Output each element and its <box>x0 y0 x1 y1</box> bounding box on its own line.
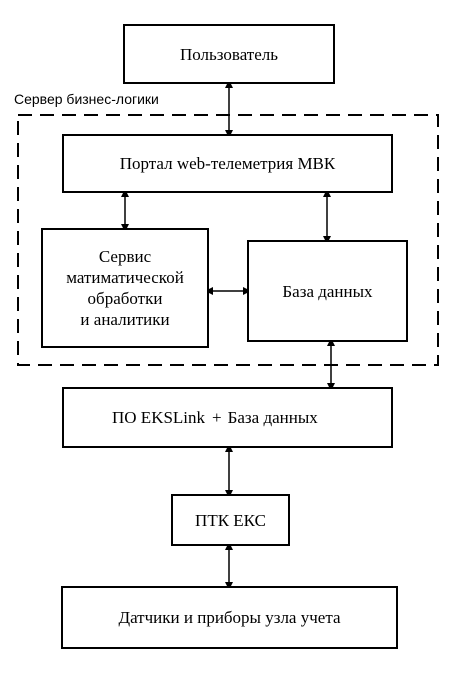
portal-node-label: Портал web-телеметрия МВК <box>119 154 336 173</box>
service-label-line-2: матиматической <box>66 268 184 287</box>
user-node: Пользователь <box>123 24 335 84</box>
ptk-eks-node: ПТК ЕКС <box>171 494 290 546</box>
portal-node: Портал web-телеметрия МВК <box>62 134 393 193</box>
eks-database-label: База данных <box>227 408 318 427</box>
eks-plus-sign: + <box>212 408 222 427</box>
analytics-service-node: Сервис матиматической обработки и аналит… <box>41 228 209 348</box>
database-node-label: База данных <box>282 281 373 301</box>
server-boundary-label: Сервер бизнес-логики <box>14 91 159 107</box>
user-node-label: Пользователь <box>179 44 279 64</box>
service-label-line-4: и аналитики <box>80 310 170 329</box>
database-node: База данных <box>247 240 408 342</box>
service-label-line-3: обработки <box>87 289 163 308</box>
service-label-line-1: Сервис <box>98 247 152 266</box>
ptk-eks-label: ПТК ЕКС <box>195 510 266 530</box>
sensors-node-label: Датчики и приборы узла учета <box>118 608 341 627</box>
eks-link-node: ПО EKSLink + База данных <box>62 387 393 448</box>
eks-link-label: ПО EKSLink <box>112 408 206 427</box>
sensors-node: Датчики и приборы узла учета <box>61 586 398 649</box>
